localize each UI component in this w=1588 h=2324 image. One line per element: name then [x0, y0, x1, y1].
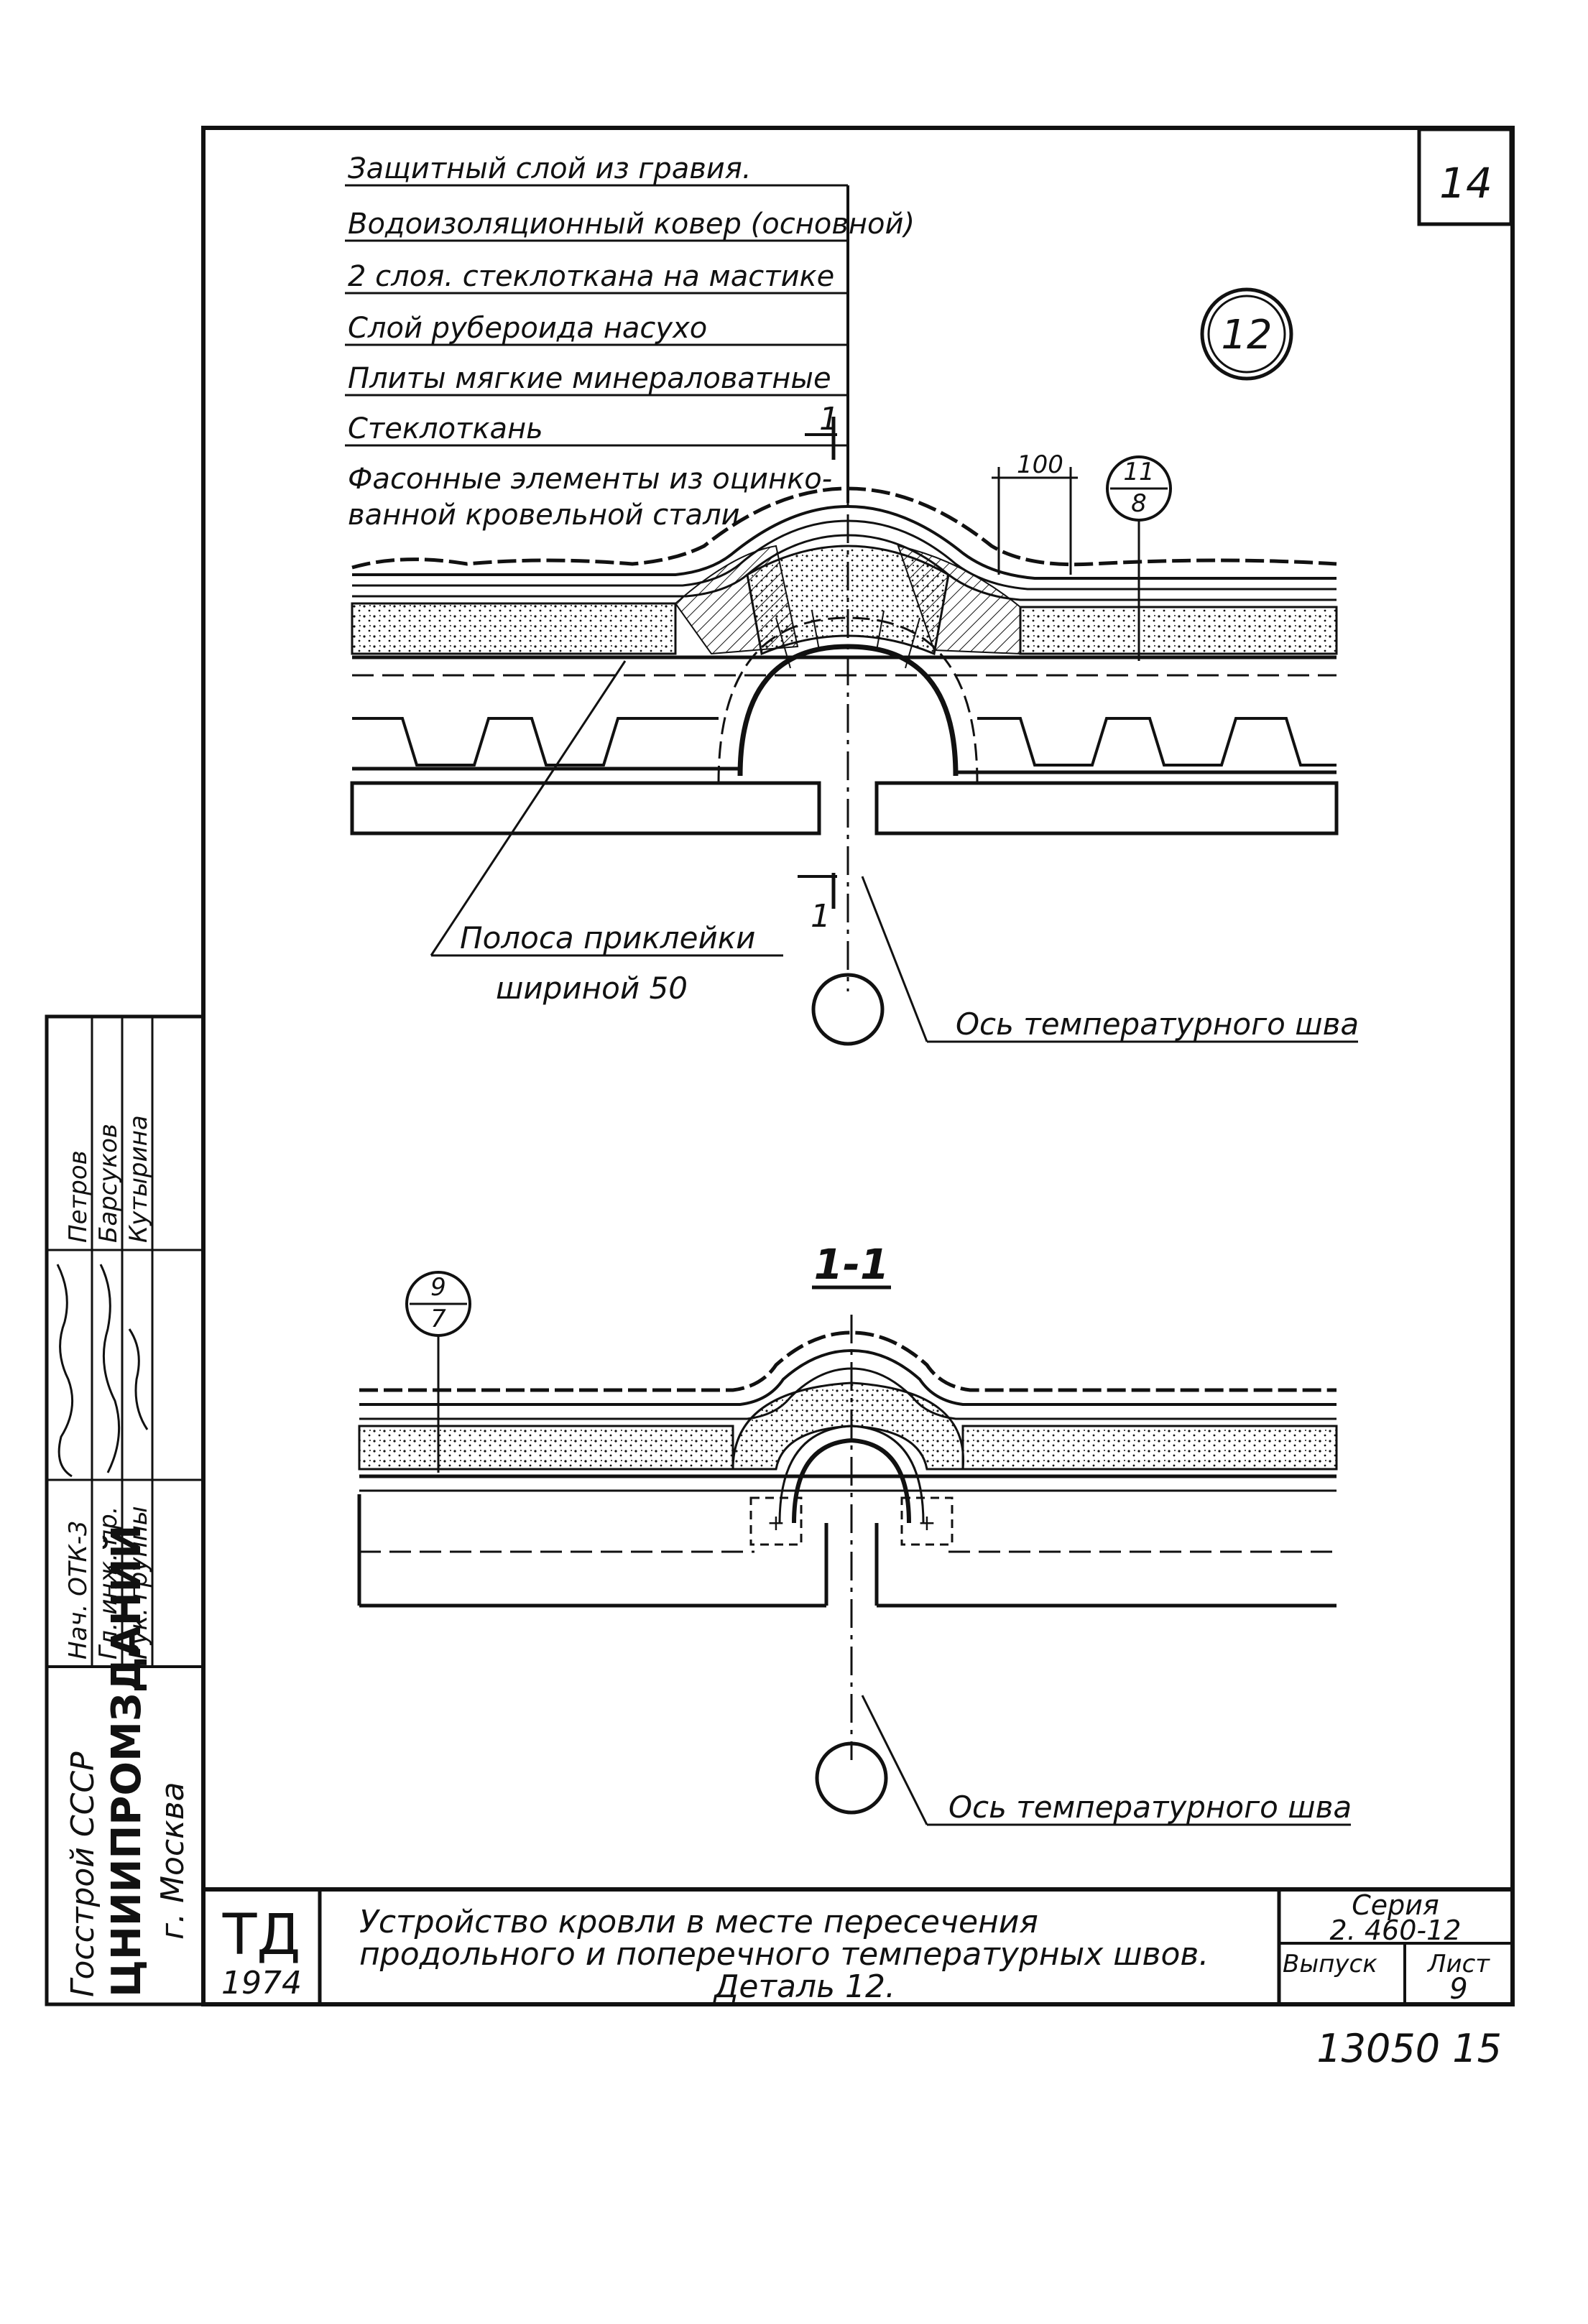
axis-label-top: Ось температурного шва — [956, 1006, 1359, 1042]
signatures-image — [56, 1264, 149, 1478]
series-value: 2. 460-12 — [1330, 1915, 1462, 1946]
detail-marker-number: 12 — [1221, 312, 1272, 358]
title-line-2: продольного и поперечного температурных … — [359, 1936, 1209, 1973]
section-mark-top-label: 1 — [819, 401, 839, 438]
section-title: 1-1 — [814, 1240, 890, 1289]
title-line-3: Деталь 12. — [713, 1968, 895, 2005]
layer-3: 2 слоя. стеклоткана на мастике — [348, 260, 834, 293]
ref-top-den: 8 — [1131, 489, 1147, 518]
section-mark-top: 1 — [805, 401, 839, 460]
sheet-frame — [201, 126, 1515, 2006]
layer-8: ванной кровельной стали — [348, 499, 740, 532]
sheet-label: Лист — [1426, 1950, 1490, 1978]
stamp-name-1: Петров — [64, 1150, 93, 1243]
layer-5: Плиты мягкие минераловатные — [348, 362, 831, 395]
svg-text:+: + — [767, 1511, 785, 1536]
stamp-org-3: г. Москва — [154, 1782, 191, 1940]
title-line-1: Устройство кровли в месте пересечения — [359, 1904, 1038, 1940]
layer-1: Защитный слой из гравия. — [348, 152, 752, 185]
title-code: ТД — [222, 1903, 301, 1968]
detail-marker: 12 — [1200, 287, 1293, 381]
dimension-100: 100 — [1017, 450, 1063, 479]
title-block: ТД 1974 Устройство кровли в месте пересе… — [203, 1887, 1513, 2006]
layer-4: Слой рубероида насухо — [348, 312, 707, 345]
title-year: 1974 — [221, 1965, 302, 2001]
stamp-role-3: Рук. группы — [124, 1506, 153, 1659]
stamp-name-3: Кутырина — [124, 1115, 153, 1243]
layer-legend: Защитный слой из гравия. Водоизоляционны… — [345, 152, 915, 532]
sheet-number: 14 — [1439, 159, 1492, 208]
strip-label-1: Полоса приклейки — [460, 920, 755, 955]
stamp-role-2: Гл. инж. пр. — [94, 1506, 123, 1659]
section-1-1: 1-1 9 7 + + Ось — [357, 1240, 1352, 1826]
stamp-name-2: Барсуков — [94, 1124, 123, 1243]
stamp-role-1: Нач. ОТК-3 — [64, 1520, 93, 1659]
ref-section-num: 9 — [430, 1273, 446, 1302]
ref-section-den: 7 — [430, 1305, 446, 1333]
top-detail: Ось температурного шва 1 Полоса приклейк… — [350, 450, 1359, 1046]
stamp-org-1: Госстрой СССР — [65, 1751, 101, 1997]
series-label: Серия — [1352, 1889, 1439, 1921]
strip-label-2: шириной 50 — [496, 971, 688, 1006]
layer-2: Водоизоляционный ковер (основной) — [348, 208, 915, 241]
section-mark-bottom-label: 1 — [811, 898, 831, 935]
layer-6: Стеклоткань — [348, 412, 543, 445]
layer-7: Фасонные элементы из оцинко- — [348, 463, 832, 496]
issue-label: Выпуск — [1283, 1950, 1377, 1978]
footer-code: 13050 15 — [1316, 2026, 1502, 2071]
ref-top-num: 11 — [1123, 458, 1154, 486]
side-stamp: Нач. ОТК-3 Гл. инж. пр. Рук. группы Петр… — [45, 1014, 206, 2006]
axis-label-bottom: Ось температурного шва — [948, 1790, 1352, 1825]
stamp-org-2: ЦНИИПРОМЗДАНИЙ — [103, 1525, 150, 1997]
sheet-number-box: 14 — [1417, 127, 1513, 226]
sheet-value: 9 — [1449, 1973, 1467, 2006]
svg-text:+: + — [918, 1511, 936, 1536]
